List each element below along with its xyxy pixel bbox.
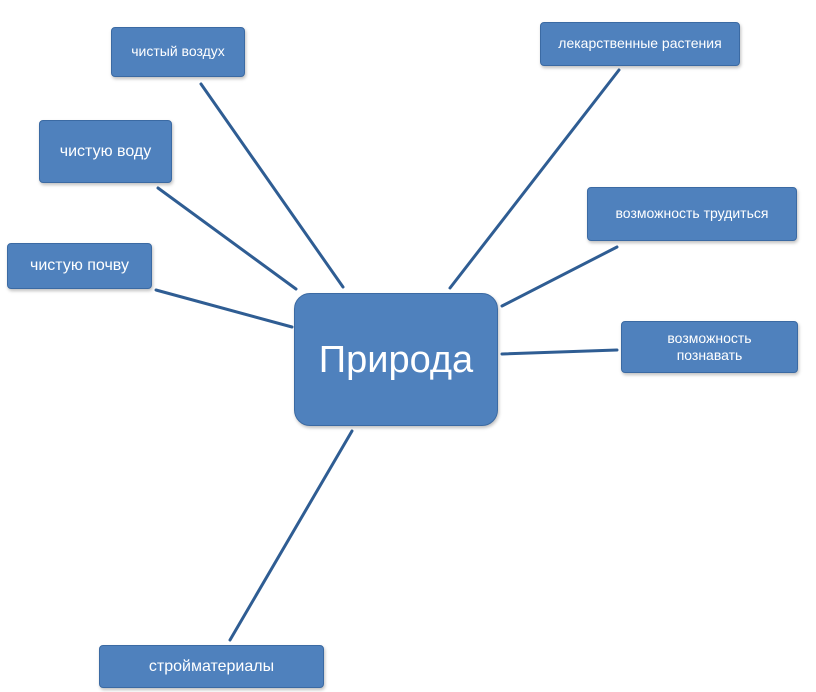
node-clean-soil: чистую почву	[7, 243, 152, 289]
connector-ability-to-work	[500, 245, 619, 308]
center-node-nature: Природа	[294, 293, 498, 426]
connector-clean-air	[199, 82, 345, 289]
connector-medicinal-plants	[448, 68, 621, 290]
node-ability-to-work: возможность трудиться	[587, 187, 797, 241]
node-ability-to-learn: возможность познавать	[621, 321, 798, 373]
node-medicinal-plants: лекарственные растения	[540, 22, 740, 66]
node-building-materials: стройматериалы	[99, 645, 324, 688]
node-clean-air: чистый воздух	[111, 27, 245, 77]
connector-clean-water	[156, 186, 298, 291]
connector-clean-soil	[154, 288, 294, 329]
connector-ability-to-learn	[500, 348, 619, 356]
node-clean-water: чистую воду	[39, 120, 172, 183]
connector-building-materials	[228, 429, 354, 642]
